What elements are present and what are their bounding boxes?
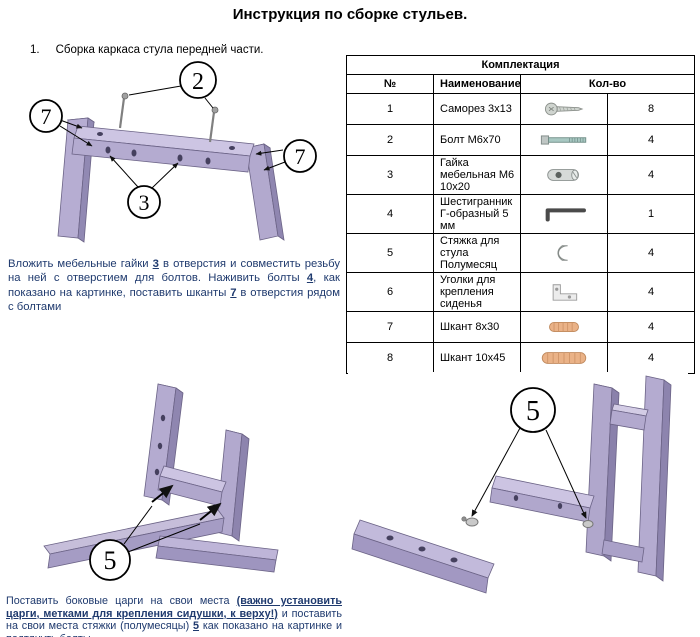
dowel-long-icon xyxy=(520,342,608,374)
part-name: Гайка мебельная М6 10х20 xyxy=(433,155,521,195)
back-post-holes xyxy=(154,414,166,476)
callout-brackets-left: 5 xyxy=(89,505,201,581)
part-number: 7 xyxy=(346,311,434,343)
part-qty: 4 xyxy=(607,342,695,374)
right-leg xyxy=(244,143,285,241)
table-row: 4 Шестигранник Г-образный 5 мм 1 xyxy=(346,194,695,234)
callout-brackets-right-number: 5 xyxy=(526,396,540,427)
callout-brackets-left-number: 5 xyxy=(104,546,117,575)
part-name: Шкант 10х45 xyxy=(433,342,521,374)
side-frame-diagram-left: 5 xyxy=(10,374,340,597)
parts-table: Комплектация № Наименование Кол-во 1 Сам… xyxy=(346,55,695,374)
part-qty: 4 xyxy=(607,233,695,273)
part-name: Болт М6х70 xyxy=(433,124,521,156)
table-row: 2 Болт М6х70 4 xyxy=(346,124,695,156)
corner-bracket-icon xyxy=(520,272,608,312)
parts-list: Комплектация № Наименование Кол-во 1 Сам… xyxy=(346,55,695,374)
part-name: Шкант 8х30 xyxy=(433,311,521,343)
half-moon-bracket-icon xyxy=(520,233,608,273)
seat-rail-holes xyxy=(513,495,563,509)
part-qty: 1 xyxy=(607,194,695,234)
callout-dowels-right: 7 xyxy=(255,139,317,173)
part-qty: 4 xyxy=(607,272,695,312)
table-row: 8 Шкант 10х45 4 xyxy=(346,342,695,374)
part-name: Стяжка для стула Полумесяц xyxy=(433,233,521,273)
col-header-name: Наименование xyxy=(433,74,521,94)
part-number: 1 xyxy=(346,93,434,125)
step1-title: Сборка каркаса стула передней части. xyxy=(55,44,264,56)
bottom-cross-rail xyxy=(601,539,645,563)
col-header-number: № xyxy=(346,74,434,94)
side-frame-left-drawing: 5 xyxy=(10,374,340,592)
bolt-items xyxy=(118,92,219,143)
hex-key-icon xyxy=(520,194,608,234)
table-row: 3 Гайка мебельная М6 10х20 4 xyxy=(346,155,695,195)
part-name: Саморез 3х13 xyxy=(433,93,521,125)
rail-holes xyxy=(97,132,235,165)
front-post xyxy=(215,429,250,542)
callout-brackets-right: 5 xyxy=(471,387,587,519)
page-title: Инструкция по сборке стульев. xyxy=(232,6,468,23)
col-header-quantity: Кол-во xyxy=(520,74,695,94)
step1-section: 1. Сборка каркаса стула передней части. xyxy=(8,44,340,315)
callout-nuts: 3 xyxy=(109,155,179,219)
part-name: Уголки для крепления сиденья xyxy=(433,272,521,312)
table-row: 7 Шкант 8х30 4 xyxy=(346,311,695,343)
step1-number: 1. xyxy=(30,44,40,56)
callout-dowels-right-number: 7 xyxy=(295,144,306,169)
side-frame-right-drawing: 5 xyxy=(348,372,688,594)
half-moon-bracket-item xyxy=(461,516,594,528)
detached-rail-holes xyxy=(386,535,458,563)
table-row: 1 Саморез 3х13 8 xyxy=(346,93,695,125)
callout-bolts: 2 xyxy=(128,61,217,109)
joint-arrows xyxy=(151,484,222,521)
front-frame-diagram: 2 7 3 7 xyxy=(8,58,340,255)
parts-table-title: Комплектация xyxy=(346,55,695,75)
part-name: Шестигранник Г-образный 5 мм xyxy=(433,194,521,234)
barrel-nut-icon xyxy=(520,155,608,195)
dowel-short-icon xyxy=(520,311,608,343)
instruction-step1: Вложить мебельные гайки 3 в отверстия и … xyxy=(8,258,340,314)
front-frame-drawing: 2 7 3 7 xyxy=(29,61,317,243)
part-number: 3 xyxy=(346,155,434,195)
callout-bolts-number: 2 xyxy=(192,69,204,95)
detached-side-rail xyxy=(351,519,495,594)
side-frame-diagram-right: 5 xyxy=(348,372,688,599)
instruction-step2: Поставить боковые царги на свои места (в… xyxy=(6,595,343,637)
front-rail xyxy=(71,125,255,173)
table-row: 6 Уголки для крепления сиденья 4 xyxy=(346,272,695,312)
screw-icon xyxy=(520,93,608,125)
table-row: 5 Стяжка для стула Полумесяц 4 xyxy=(346,233,695,273)
part-qty: 4 xyxy=(607,124,695,156)
part-qty: 4 xyxy=(607,155,695,195)
part-number: 2 xyxy=(346,124,434,156)
part-qty: 4 xyxy=(607,311,695,343)
bolt-icon xyxy=(520,124,608,156)
callout-nuts-number: 3 xyxy=(139,190,150,215)
floor-runner-front xyxy=(155,535,279,573)
mid-post xyxy=(585,383,620,562)
part-number: 6 xyxy=(346,272,434,312)
callout-dowels-left-number: 7 xyxy=(41,104,52,129)
seat-rail xyxy=(489,475,595,523)
top-cross-rail xyxy=(609,403,649,431)
part-qty: 8 xyxy=(607,93,695,125)
part-number: 8 xyxy=(346,342,434,374)
part-number: 5 xyxy=(346,233,434,273)
callout-dowels-left: 7 xyxy=(29,99,93,147)
step1-heading: 1. Сборка каркаса стула передней части. xyxy=(8,44,340,56)
part-number: 4 xyxy=(346,194,434,234)
